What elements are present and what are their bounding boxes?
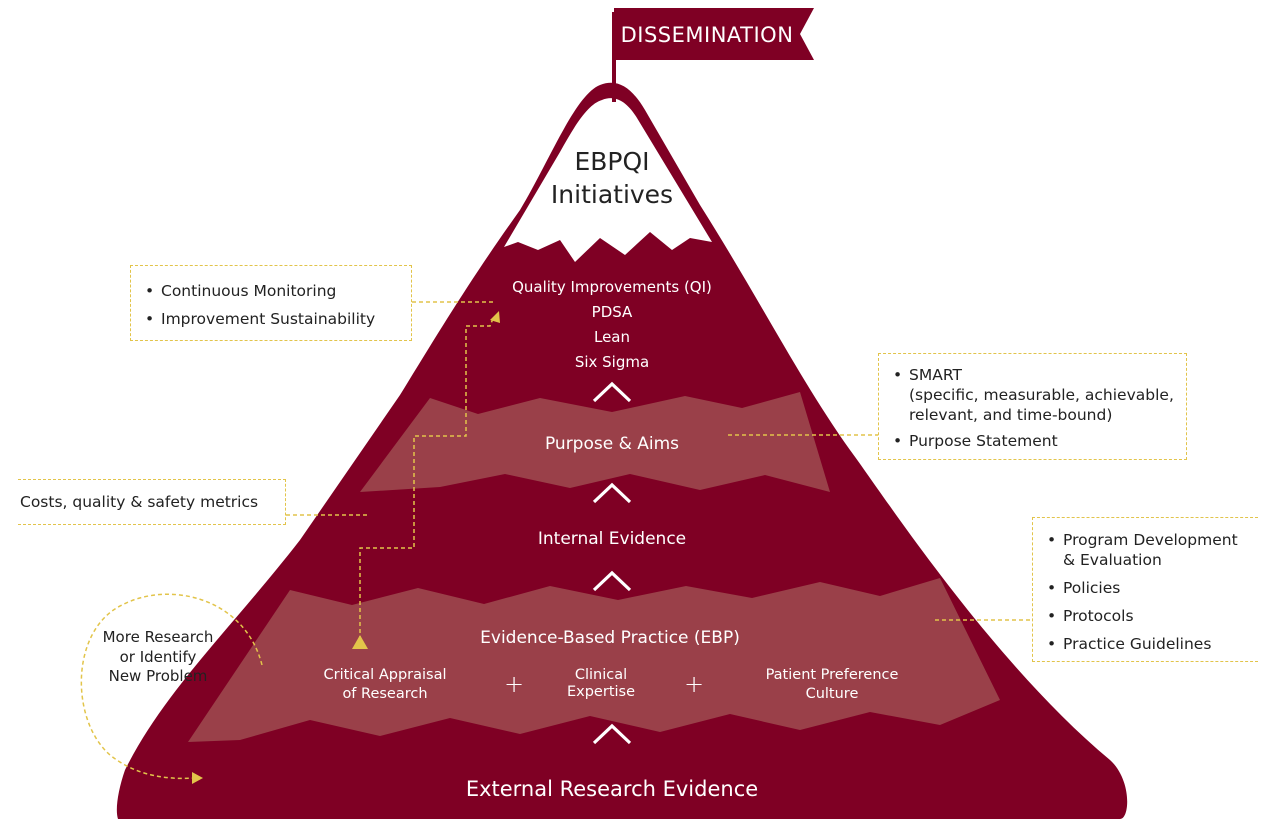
ebp-preference-line2: Culture <box>806 686 859 702</box>
chevron-up-icon <box>592 482 632 504</box>
purpose-label: Purpose & Aims <box>545 434 679 454</box>
callout-item: Purpose Statement <box>891 431 1186 451</box>
metrics-label: Costs, quality & safety metrics <box>20 493 259 511</box>
callout-item: Protocols <box>1045 606 1258 626</box>
callout-monitoring: Continuous Monitoring Improvement Sustai… <box>130 265 412 341</box>
qi-item: Six Sigma <box>575 353 649 371</box>
ebp-title: Evidence-Based Practice (EBP) <box>480 628 740 648</box>
qi-item: PDSA <box>592 303 633 321</box>
ebp-appraisal-line1: Critical Appraisal <box>324 667 447 683</box>
arrow-head-icon <box>490 311 500 323</box>
ebp-expertise-line1: Clinical <box>575 667 627 683</box>
external-evidence-label: External Research Evidence <box>466 777 758 801</box>
internal-evidence-label: Internal Evidence <box>538 529 686 549</box>
arrow-head-icon <box>192 772 203 784</box>
purpose-band <box>360 392 830 492</box>
evidence-path <box>359 315 495 640</box>
program-line2: & Evaluation <box>1063 551 1162 569</box>
peak-title-line1: EBPQI <box>574 147 649 176</box>
callout-item: Improvement Sustainability <box>143 309 411 329</box>
callout-item: Continuous Monitoring <box>143 281 411 301</box>
flag-shape <box>614 8 814 60</box>
ebp-preference-line1: Patient Preference <box>766 667 899 683</box>
connector-lines <box>80 301 1032 780</box>
snow-cap <box>504 98 712 262</box>
smart-title: SMART <box>909 366 962 384</box>
program-line1: Program Development <box>1063 531 1238 549</box>
callout-item: Policies <box>1045 578 1258 598</box>
ebp-band <box>188 578 1000 742</box>
ebp-appraisal-line2: of Research <box>342 686 427 702</box>
more-research-note: More Research or Identify New Problem <box>90 628 226 687</box>
flag-label: DISSEMINATION <box>621 23 794 47</box>
feedback-loop <box>80 593 263 780</box>
peak-title-line2: Initiatives <box>551 180 673 209</box>
callout-metrics: Costs, quality & safety metrics <box>18 479 286 525</box>
ebp-expertise-line2: Expertise <box>567 684 635 700</box>
chevron-up-icon <box>592 570 632 592</box>
callout-item: SMART (specific, measurable, achievable,… <box>891 365 1186 425</box>
qi-item: Lean <box>594 328 630 346</box>
plus-sign: + <box>684 670 704 698</box>
more-research-line3: New Problem <box>108 667 208 685</box>
more-research-line2: or Identify <box>119 647 197 666</box>
callout-item: Program Development & Evaluation <box>1045 530 1258 570</box>
chevron-up-icon <box>592 381 632 403</box>
callout-smart: SMART (specific, measurable, achievable,… <box>878 353 1187 460</box>
arrow-up-triangle-icon <box>352 635 368 649</box>
smart-detail-line1: (specific, measurable, achievable, <box>909 386 1174 404</box>
callout-program: Program Development & Evaluation Policie… <box>1032 517 1258 662</box>
more-research-line1: More Research <box>102 628 214 646</box>
smart-detail-line2: relevant, and time-bound) <box>909 406 1113 424</box>
plus-sign: + <box>504 670 524 698</box>
chevron-up-icon <box>592 723 632 745</box>
qi-title: Quality Improvements (QI) <box>512 278 712 296</box>
callout-item: Practice Guidelines <box>1045 634 1258 654</box>
